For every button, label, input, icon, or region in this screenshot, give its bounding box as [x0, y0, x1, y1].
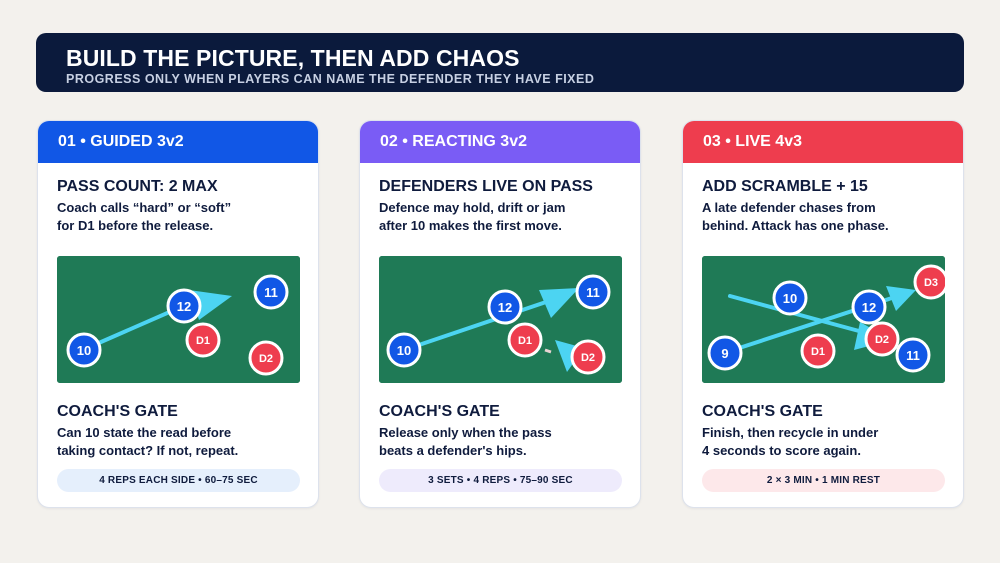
- coach-gate-line: Finish, then recycle in under: [702, 425, 879, 440]
- stage-rule-line: Coach calls “hard” or “soft”: [57, 200, 232, 215]
- reps-pill: 2 × 3 MIN • 1 MIN REST: [702, 469, 945, 492]
- svg-text:10: 10: [783, 291, 797, 306]
- defender-token: D2: [248, 340, 284, 376]
- reps-pill: 3 SETS • 4 REPS • 75–90 SEC: [379, 469, 622, 492]
- svg-text:12: 12: [498, 300, 512, 315]
- coach-gate-line: Can 10 state the read before: [57, 425, 232, 440]
- coach-gate-line: beats a defender's hips.: [379, 443, 527, 458]
- defender-token: D2: [570, 339, 606, 375]
- player-token: 11: [575, 274, 611, 310]
- coach-gate-title: COACH'S GATE: [702, 403, 823, 420]
- stage-rule-line: A late defender chases from: [702, 200, 876, 215]
- stage-rule-line: Defence may hold, drift or jam: [379, 200, 566, 215]
- pitch-diagram: 10 12 11 D1 D2: [57, 256, 300, 383]
- stage-label: 03 • LIVE 4v3: [703, 133, 802, 150]
- stage-rule-title: DEFENDERS LIVE ON PASS: [379, 178, 593, 195]
- svg-text:12: 12: [177, 299, 191, 314]
- stage-card-2: 02 • REACTING 3v2 DEFENDERS LIVE ON PASS…: [359, 120, 641, 508]
- svg-text:9: 9: [721, 346, 728, 361]
- defender-token: D1: [507, 322, 543, 358]
- page-title: BUILD THE PICTURE, THEN ADD CHAOS: [66, 45, 520, 71]
- stage-rule-line: behind. Attack has one phase.: [702, 218, 889, 233]
- defender-token: D1: [185, 322, 221, 358]
- stage-card-1: 01 • GUIDED 3v2 PASS COUNT: 2 MAX Coach …: [37, 120, 319, 508]
- player-token: 11: [253, 274, 289, 310]
- defender-token: D3: [913, 264, 945, 300]
- stage-label: 01 • GUIDED 3v2: [58, 133, 184, 150]
- stage-card-header: 01 • GUIDED 3v2: [38, 121, 318, 163]
- stage-rule-text: Defence may hold, drift or jam after 10 …: [379, 199, 621, 235]
- coach-gate-title: COACH'S GATE: [57, 403, 178, 420]
- stage-rule-line: after 10 makes the first move.: [379, 218, 562, 233]
- svg-text:D1: D1: [518, 335, 532, 347]
- coach-gate-line: 4 seconds to score again.: [702, 443, 861, 458]
- stage-rule-title: ADD SCRAMBLE + 15: [702, 178, 868, 195]
- pass-arrow: [405, 299, 551, 351]
- svg-text:11: 11: [586, 285, 600, 300]
- svg-text:D3: D3: [924, 277, 938, 289]
- svg-text:11: 11: [906, 348, 920, 363]
- stage-card-header: 02 • REACTING 3v2: [360, 121, 640, 163]
- stage-label: 02 • REACTING 3v2: [380, 133, 527, 150]
- player-token: 12: [166, 288, 202, 324]
- svg-text:10: 10: [397, 343, 411, 358]
- defender-token: D2: [864, 321, 900, 357]
- reps-pill: 4 REPS EACH SIDE • 60–75 SEC: [57, 469, 300, 492]
- coach-gate-line: Release only when the pass: [379, 425, 552, 440]
- svg-text:10: 10: [77, 343, 91, 358]
- coach-gate-text: Release only when the pass beats a defen…: [379, 424, 621, 460]
- player-token: 12: [851, 289, 887, 325]
- stage-rule-text: A late defender chases from behind. Atta…: [702, 199, 944, 235]
- player-token: 10: [772, 280, 808, 316]
- svg-text:D2: D2: [581, 352, 595, 364]
- player-token: 10: [386, 332, 422, 368]
- pitch-diagram: 10 12 11 D1 D2: [379, 256, 622, 383]
- svg-text:11: 11: [264, 285, 278, 300]
- svg-text:D1: D1: [196, 335, 210, 347]
- coach-gate-title: COACH'S GATE: [379, 403, 500, 420]
- drift-dash: [544, 348, 552, 354]
- player-token: 10: [66, 332, 102, 368]
- player-token: 12: [487, 289, 523, 325]
- coach-gate-text: Finish, then recycle in under 4 seconds …: [702, 424, 944, 460]
- stage-rule-text: Coach calls “hard” or “soft” for D1 befo…: [57, 199, 299, 235]
- svg-text:12: 12: [862, 300, 876, 315]
- stage-rule-line: for D1 before the release.: [57, 218, 214, 233]
- pass-arrowhead: [886, 286, 916, 311]
- defender-token: D1: [800, 333, 836, 369]
- svg-text:D2: D2: [875, 334, 889, 346]
- title-banner: BUILD THE PICTURE, THEN ADD CHAOS PROGRE…: [36, 33, 964, 92]
- stage-rule-title: PASS COUNT: 2 MAX: [57, 178, 218, 195]
- stage-card-3: 03 • LIVE 4v3 ADD SCRAMBLE + 15 A late d…: [682, 120, 964, 508]
- svg-text:D1: D1: [811, 346, 825, 358]
- page-subtitle: PROGRESS ONLY WHEN PLAYERS CAN NAME THE …: [66, 72, 595, 86]
- pitch-diagram: 9 10 12 11 D1 D2: [702, 256, 945, 383]
- coach-gate-text: Can 10 state the read before taking cont…: [57, 424, 299, 460]
- stage-card-header: 03 • LIVE 4v3: [683, 121, 963, 163]
- coach-gate-line: taking contact? If not, repeat.: [57, 443, 239, 458]
- svg-text:D2: D2: [259, 353, 273, 365]
- chase-arrow: [728, 294, 872, 336]
- run-arrowhead: [539, 288, 579, 318]
- player-token: 11: [895, 337, 931, 373]
- player-token: 9: [707, 335, 743, 371]
